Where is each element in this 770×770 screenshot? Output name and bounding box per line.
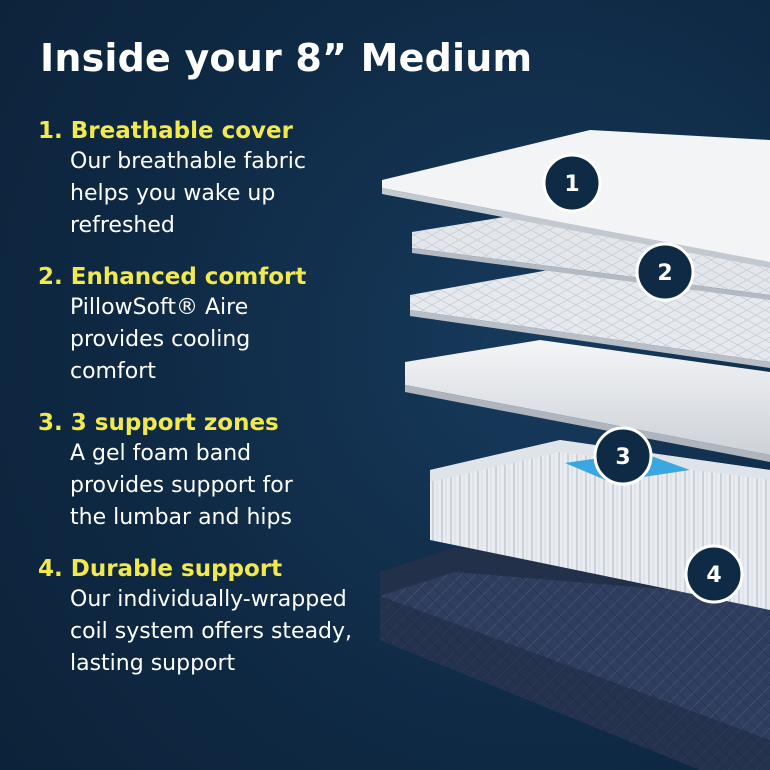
- badge-3: 3: [593, 426, 653, 486]
- foam-layer: [405, 340, 770, 462]
- feature-description-line: provides support for: [70, 473, 293, 498]
- feature-description-line: A gel foam band: [70, 441, 252, 466]
- feature-item: 4. Durable support Our individually-wrap…: [38, 554, 428, 680]
- feature-description-line: helps you wake up: [70, 181, 276, 206]
- feature-heading: 1. Breathable cover: [38, 118, 293, 144]
- badge-1: 1: [542, 153, 602, 213]
- feature-description: Our individually-wrapped coil system off…: [38, 584, 428, 680]
- feature-description-line: refreshed: [70, 213, 175, 238]
- badge-4-label: 4: [706, 563, 721, 588]
- feature-list: 1. Breathable cover Our breathable fabri…: [38, 116, 428, 700]
- feature-description-line: lasting support: [70, 651, 236, 676]
- feature-description-line: comfort: [70, 359, 156, 384]
- feature-description-line: PillowSoft® Aire: [70, 295, 249, 320]
- badge-4: 4: [684, 544, 744, 604]
- feature-description-line: Our individually-wrapped: [70, 587, 347, 612]
- feature-item: 2. Enhanced comfort PillowSoft® Aire pro…: [38, 262, 428, 388]
- feature-item: 3. 3 support zones A gel foam band provi…: [38, 408, 428, 534]
- feature-item: 1. Breathable cover Our breathable fabri…: [38, 116, 428, 242]
- badge-3-label: 3: [615, 445, 630, 470]
- feature-description-line: the lumbar and hips: [70, 505, 292, 530]
- badge-2: 2: [635, 242, 695, 302]
- feature-description: A gel foam band provides support for the…: [38, 438, 428, 534]
- feature-heading: 4. Durable support: [38, 556, 283, 582]
- badge-1-label: 1: [564, 172, 579, 197]
- feature-description-line: provides cooling: [70, 327, 251, 352]
- feature-heading: 2. Enhanced comfort: [38, 264, 307, 290]
- feature-description-line: Our breathable fabric: [70, 149, 306, 174]
- feature-description-line: coil system offers steady,: [70, 619, 353, 644]
- page-title: Inside your 8” Medium: [40, 36, 533, 80]
- feature-description: Our breathable fabric helps you wake up …: [38, 146, 428, 242]
- feature-description: PillowSoft® Aire provides cooling comfor…: [38, 292, 428, 388]
- feature-heading: 3. 3 support zones: [38, 410, 279, 436]
- badge-2-label: 2: [657, 261, 672, 286]
